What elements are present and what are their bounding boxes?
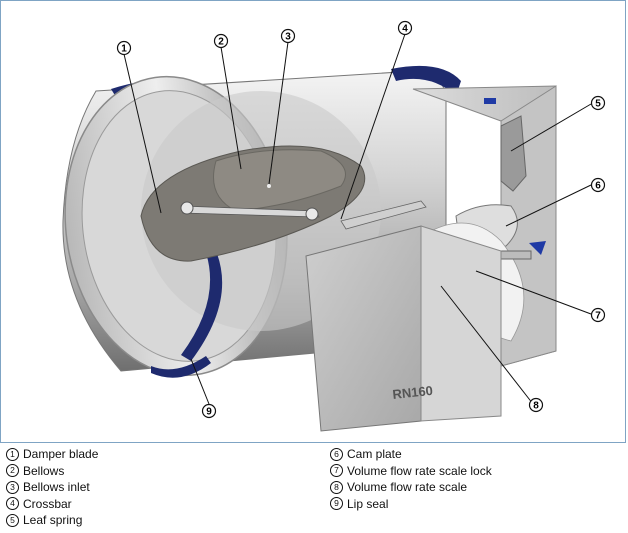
legend-item-cam-plate: 6 Cam plate <box>330 446 492 463</box>
legend-item-scale-lock: 7 Volume flow rate scale lock <box>330 463 492 480</box>
svg-text:1: 1 <box>121 44 127 55</box>
damper-illustration: RN160 1 2 3 4 <box>62 20 606 432</box>
legend-number: 8 <box>330 480 343 494</box>
legend-number: 5 <box>6 513 19 527</box>
lip-seal <box>181 251 223 361</box>
legend-label: Lip seal <box>347 496 389 511</box>
callout-3: 3 <box>280 28 296 44</box>
legend-item-leaf-spring: 5 Leaf spring <box>6 512 98 529</box>
callout-9: 9 <box>201 403 217 419</box>
legend-label: Crossbar <box>23 496 72 511</box>
bellows-inlet <box>267 184 271 188</box>
callout-4: 4 <box>397 20 413 36</box>
legend-label: Leaf spring <box>23 513 83 527</box>
shaft-arrow <box>529 241 546 255</box>
legend-item-lip-seal: 9 Lip seal <box>330 496 492 513</box>
legend-label: Damper blade <box>23 447 99 461</box>
legend-number: 6 <box>330 447 343 461</box>
legend-label: Bellows inlet <box>23 480 90 494</box>
legend-item-bellows-inlet: 3 Bellows inlet <box>6 479 98 496</box>
back-rim <box>391 65 461 96</box>
legend-item-bellows: 2 Bellows <box>6 463 98 480</box>
legend-number: 4 <box>6 497 19 511</box>
callout-1: 1 <box>116 40 132 56</box>
legend-label: Cam plate <box>347 447 402 461</box>
callout-7: 7 <box>590 307 606 323</box>
leader-lines <box>123 33 592 405</box>
legend-number: 9 <box>330 497 343 511</box>
legend-number: 7 <box>330 464 343 478</box>
callout-8: 8 <box>528 397 544 413</box>
device-label: RN160 <box>392 383 434 402</box>
callout-6: 6 <box>590 177 606 193</box>
svg-text:2: 2 <box>218 37 224 48</box>
legend-item-crossbar: 4 Crossbar <box>6 496 98 513</box>
legend-label: Volume flow rate scale <box>347 480 468 494</box>
leaf-spring <box>500 115 527 192</box>
svg-text:4: 4 <box>402 24 408 35</box>
svg-text:3: 3 <box>285 32 291 43</box>
svg-text:7: 7 <box>595 311 601 322</box>
svg-text:8: 8 <box>533 401 539 412</box>
legend-number: 3 <box>6 480 19 494</box>
legend-label: Volume flow rate scale lock <box>347 463 492 478</box>
svg-text:6: 6 <box>595 181 601 192</box>
svg-text:5: 5 <box>595 99 601 110</box>
legend-item-damper-blade: 1 Damper blade <box>6 446 98 463</box>
legend-label: Bellows <box>23 463 65 478</box>
callout-5: 5 <box>590 95 606 111</box>
legend-number: 2 <box>6 464 19 478</box>
figure-frame: RN160 1 2 3 4 <box>0 0 626 443</box>
bellows <box>213 149 346 212</box>
callout-2: 2 <box>213 33 229 49</box>
legend-item-flow-rate-scale: 8 Volume flow rate scale <box>330 479 492 496</box>
svg-text:9: 9 <box>206 407 212 418</box>
legend-number: 1 <box>6 447 19 461</box>
